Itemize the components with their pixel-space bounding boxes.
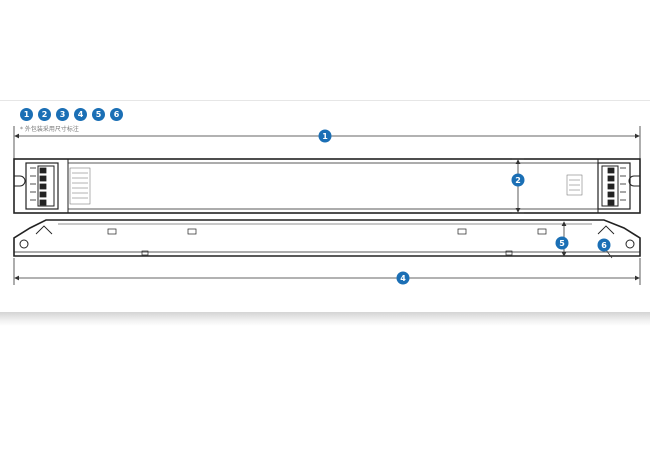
callout-total-length-label: 4 — [400, 274, 406, 283]
total-length-dimension — [13, 258, 641, 285]
callout-height: 2 — [511, 173, 525, 187]
ballast-top-view — [13, 158, 641, 214]
right-terminal-block — [597, 162, 631, 210]
ballast-side-view — [13, 219, 641, 257]
mount-hole-leader — [605, 249, 613, 259]
callout-mount-hole: 6 — [597, 238, 611, 252]
callout-mount-hole-label: 6 — [601, 241, 607, 250]
right-wiring-label — [566, 174, 583, 196]
dimension-note: * 外包装采用尺寸标注 — [20, 126, 79, 133]
callout-base-height-label: 5 — [559, 239, 565, 248]
left-terminal-block — [25, 162, 59, 210]
legend-callout-4: 4 — [74, 108, 87, 121]
callout-length: 1 — [318, 129, 332, 143]
panel-shadow — [0, 312, 650, 326]
legend-callout-2: 2 — [38, 108, 51, 121]
callout-base-height: 5 — [555, 236, 569, 250]
left-wiring-label — [69, 167, 91, 205]
legend-callout-1: 1 — [20, 108, 33, 121]
legend-callout-5: 5 — [92, 108, 105, 121]
callout-length-label: 1 — [322, 132, 328, 141]
callout-total-length: 4 — [396, 271, 410, 285]
legend-callout-6: 6 — [110, 108, 123, 121]
legend-callout-3: 3 — [56, 108, 69, 121]
callout-height-label: 2 — [515, 176, 521, 185]
